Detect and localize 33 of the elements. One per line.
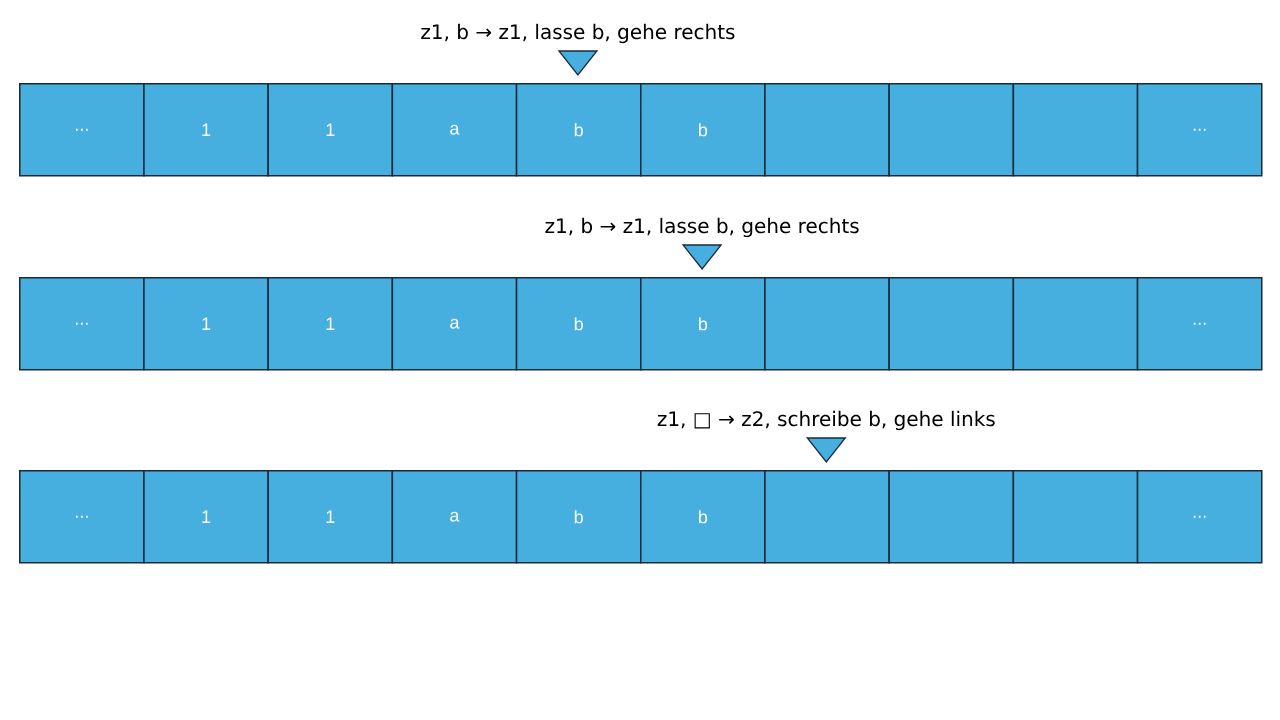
transition-label: z1, b → z1, lasse b, gehe rechts [421,23,735,44]
tape-cell [1012,83,1139,177]
tape-cell: b [515,83,642,177]
tape-cell [888,277,1015,371]
tape-cell [888,470,1015,564]
tape-cell [888,83,1015,177]
transition-label: z1, b → z1, lasse b, gehe rechts [545,217,859,238]
tape-cell: ... [1136,277,1263,371]
tape-cell: b [640,470,766,564]
tape-cell: 1 [267,83,394,177]
tape-cell: a [391,277,518,371]
tape-cell [764,470,890,564]
tape-cell: b [515,277,642,371]
tape-cell: ... [19,83,145,177]
tape-cell: a [391,83,518,177]
tape-cell: b [515,470,642,564]
tape-cell [1012,277,1139,371]
tape-cell: ... [1136,83,1263,177]
tape-cell: ... [19,470,145,564]
tape-cell: 1 [143,83,269,177]
tape-cell: 1 [143,277,269,371]
tape-cell: a [391,470,518,564]
tape-cell: b [640,277,766,371]
tape-cell [1012,470,1139,564]
tape-cell [764,83,890,177]
tape-cell [764,277,890,371]
tape-cell: b [640,83,766,177]
tape-cell: ... [1136,470,1263,564]
tape-cell: 1 [143,470,269,564]
tape-cell: 1 [267,470,394,564]
transition-label: z1, □ → z2, schreibe b, gehe links [657,410,995,431]
tape-cell: ... [19,277,145,371]
tape-cell: 1 [267,277,394,371]
